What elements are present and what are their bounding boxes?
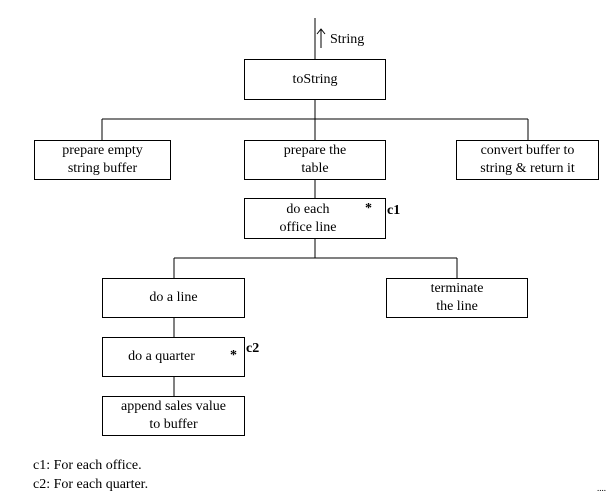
node-prepare-table[interactable]: prepare the table bbox=[244, 140, 386, 180]
node-do-a-quarter[interactable]: do a quarter bbox=[102, 337, 245, 377]
node-prepare-empty-buffer[interactable]: prepare empty string buffer bbox=[34, 140, 171, 180]
condition-note-c1: c1: For each office. bbox=[33, 458, 142, 473]
return-arrow-head bbox=[316, 28, 326, 35]
node-terminate-line[interactable]: terminate the line bbox=[386, 278, 528, 318]
node-convert-buffer[interactable]: convert buffer to string & return it bbox=[456, 140, 599, 180]
node-do-a-line[interactable]: do a line bbox=[102, 278, 245, 318]
node-tostring[interactable]: toString bbox=[244, 59, 386, 100]
condition-note-c2: c2: For each quarter. bbox=[33, 477, 149, 492]
node-do-each-office-line[interactable]: do each office line bbox=[244, 198, 386, 239]
node-append-sales-value[interactable]: append sales value to buffer bbox=[102, 396, 245, 436]
condition-marker-c2: c2 bbox=[246, 341, 260, 356]
condition-marker-c1: c1 bbox=[387, 203, 401, 218]
return-type-label: String bbox=[330, 32, 365, 47]
corner-mark: .... bbox=[597, 483, 606, 493]
iteration-marker: * bbox=[230, 348, 237, 363]
iteration-marker: * bbox=[365, 201, 372, 216]
